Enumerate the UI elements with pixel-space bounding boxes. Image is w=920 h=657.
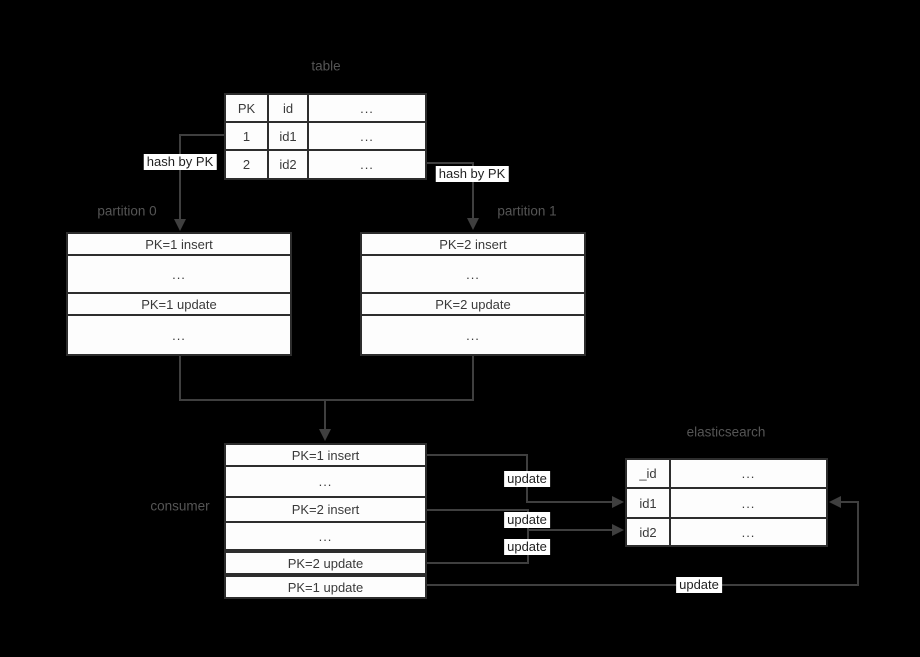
queue-row: PK=2 insert bbox=[226, 496, 425, 521]
connector-partitions-bus bbox=[179, 356, 474, 401]
arrowhead-id1-left-icon bbox=[612, 496, 624, 508]
queue-row: PK=1 insert bbox=[226, 445, 425, 465]
source-cell-more: ... bbox=[307, 151, 425, 178]
queue-row: ... bbox=[362, 254, 584, 292]
connector-pk1-update bbox=[427, 501, 859, 586]
source-cell-pk: 1 bbox=[226, 123, 267, 149]
label-hash-by-pk-left: hash by PK bbox=[143, 154, 217, 170]
label-update-4: update bbox=[676, 577, 722, 593]
source-header-pk: PK bbox=[226, 95, 267, 121]
title-elasticsearch: elasticsearch bbox=[686, 424, 766, 440]
queue-row: ... bbox=[68, 314, 290, 354]
arrowhead-id2-left-icon bbox=[612, 524, 624, 536]
es-cell-more: ... bbox=[669, 519, 826, 545]
queue-row: ... bbox=[68, 254, 290, 292]
es-cell-more: ... bbox=[669, 460, 826, 487]
connector-pk2-insert bbox=[427, 509, 529, 564]
es-row: id2 ... bbox=[627, 517, 826, 545]
consumer-queue: PK=1 insert ... PK=2 insert ... PK=2 upd… bbox=[224, 443, 427, 599]
queue-row: ... bbox=[362, 314, 584, 354]
source-table-header-row: PK id ... bbox=[226, 95, 425, 121]
title-partition1: partition 1 bbox=[497, 203, 557, 219]
arrowhead-partition0-icon bbox=[174, 219, 186, 231]
queue-row: PK=1 update bbox=[68, 292, 290, 314]
source-cell-id: id2 bbox=[267, 151, 307, 178]
title-source-table: table bbox=[311, 58, 341, 74]
arrowhead-id1-right-icon bbox=[829, 496, 841, 508]
queue-row: PK=2 update bbox=[226, 549, 425, 573]
connector-hash-left bbox=[179, 134, 226, 222]
source-cell-pk: 2 bbox=[226, 151, 267, 178]
queue-row: ... bbox=[226, 521, 425, 549]
title-partition0: partition 0 bbox=[97, 203, 157, 219]
queue-row: PK=1 insert bbox=[68, 234, 290, 254]
queue-row: ... bbox=[226, 465, 425, 496]
es-cell-id: id1 bbox=[627, 489, 669, 517]
es-cell-id: id2 bbox=[627, 519, 669, 545]
connector-hash-right bbox=[427, 162, 474, 221]
arrowhead-consumer-icon bbox=[319, 429, 331, 441]
es-row: _id ... bbox=[627, 460, 826, 487]
label-hash-by-pk-right: hash by PK bbox=[435, 166, 509, 182]
title-consumer: consumer bbox=[150, 498, 210, 514]
source-header-more: ... bbox=[307, 95, 425, 121]
label-update-3: update bbox=[504, 539, 550, 555]
queue-row: PK=1 update bbox=[226, 573, 425, 597]
source-cell-more: ... bbox=[307, 123, 425, 149]
source-cell-id: id1 bbox=[267, 123, 307, 149]
es-cell-more: ... bbox=[669, 489, 826, 517]
elasticsearch-table: _id ... id1 ... id2 ... bbox=[625, 458, 828, 547]
source-table-row: 1 id1 ... bbox=[226, 121, 425, 149]
source-table-row: 2 id2 ... bbox=[226, 149, 425, 178]
partition1-queue: PK=2 insert ... PK=2 update ... bbox=[360, 232, 586, 356]
source-header-id: id bbox=[267, 95, 307, 121]
queue-row: PK=2 insert bbox=[362, 234, 584, 254]
source-table: PK id ... 1 id1 ... 2 id2 ... bbox=[224, 93, 427, 180]
partition0-queue: PK=1 insert ... PK=1 update ... bbox=[66, 232, 292, 356]
label-update-1: update bbox=[504, 471, 550, 487]
arrowhead-partition1-icon bbox=[467, 218, 479, 230]
queue-row: PK=2 update bbox=[362, 292, 584, 314]
label-update-2: update bbox=[504, 512, 550, 528]
es-row: id1 ... bbox=[627, 487, 826, 517]
es-cell-id: _id bbox=[627, 460, 669, 487]
